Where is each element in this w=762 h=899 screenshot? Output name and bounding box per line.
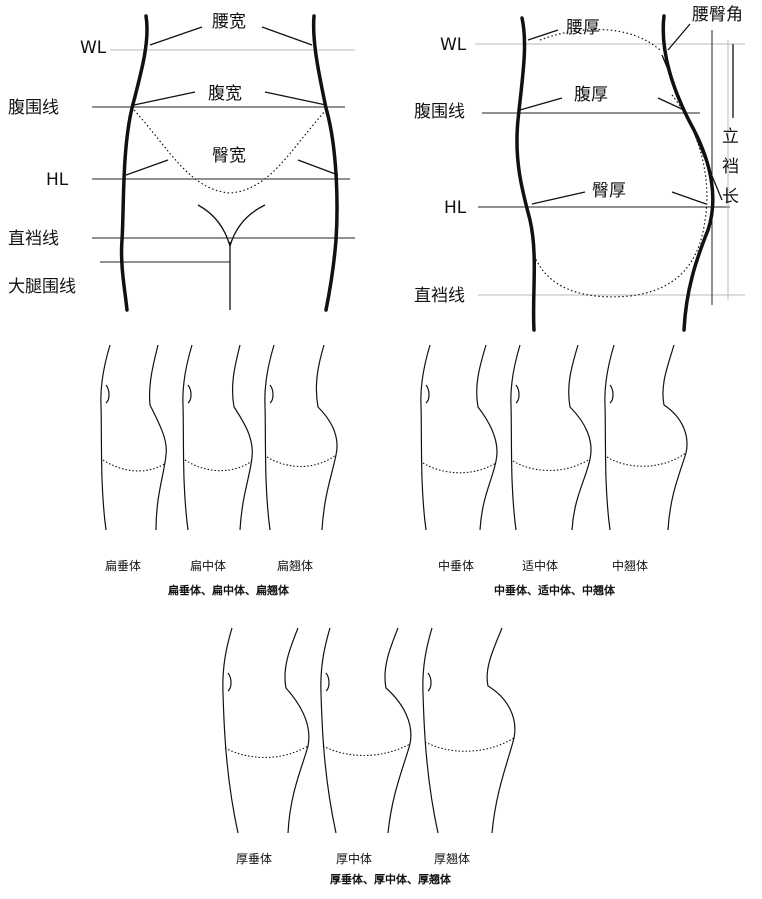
thick-group-caption: 厚垂体、厚中体、厚翘体 (330, 872, 452, 886)
thick-figure-2 (320, 627, 412, 834)
side-hip-angle-line (661, 54, 723, 201)
front-crotch-line-label: 直裆线 (8, 229, 59, 249)
side-front-body-outline (515, 16, 537, 332)
side-hip-depth-label: 臀厚 (592, 181, 626, 201)
side-view: WL 腰厚 腰臀角 腹围线 腹厚 立 裆 长 HL 臀厚 直裆线 (414, 5, 745, 332)
front-right-body-outline (311, 14, 339, 312)
medium-group-caption: 中垂体、适中体、中翘体 (494, 583, 616, 597)
thick-figure-1 (222, 627, 310, 834)
front-thigh-line-label: 大腿围线 (8, 277, 76, 297)
side-rise-label-2: 裆 (722, 157, 739, 177)
flat-body-group: 扁垂体 扁中体 扁翘体 扁垂体、扁中体、扁翘体 (100, 344, 338, 597)
side-hip-leader-left (531, 191, 586, 205)
front-hip-leader-left (125, 159, 169, 176)
medium-type-label-1: 中垂体 (438, 558, 474, 573)
flat-type-label-2: 扁中体 (190, 558, 226, 573)
medium-type-label-3: 中翘体 (612, 558, 648, 573)
thick-type-label-3: 厚翘体 (434, 852, 470, 866)
flat-figure-3 (264, 344, 338, 531)
front-abdomen-line-label: 腹围线 (8, 98, 59, 118)
front-hl-label: HL (46, 170, 69, 190)
medium-figure-3 (604, 344, 688, 531)
thick-body-group: 厚垂体 厚中体 厚翘体 厚垂体、厚中体、厚翘体 (222, 627, 516, 886)
side-crotch-line-label: 直裆线 (414, 286, 465, 306)
thick-type-label-1: 厚垂体 (236, 852, 272, 866)
side-abdomen-leader-right (657, 97, 685, 111)
side-abdomen-depth-label: 腹厚 (574, 85, 608, 105)
medium-body-group: 中垂体 适中体 中翘体 中垂体、适中体、中翘体 (420, 344, 688, 597)
front-waist-width-leader-right (261, 26, 313, 46)
medium-type-label-2: 适中体 (522, 558, 558, 573)
front-abdomen-width-label: 腹宽 (208, 84, 242, 104)
front-left-body-outline (119, 14, 149, 312)
side-hip-leader-right (671, 191, 707, 205)
thick-figure-3 (422, 627, 516, 834)
side-rise-label-1: 立 (722, 127, 739, 147)
side-hip-dotted-curve (533, 94, 708, 298)
front-hip-leader-right (297, 159, 339, 176)
front-waist-width-leader-left (149, 26, 203, 46)
front-abdomen-leader-left (133, 91, 196, 106)
side-waist-hip-angle-label: 腰臀角 (692, 5, 743, 25)
side-back-body-outline (661, 14, 715, 332)
front-waist-width-label: 腰宽 (212, 12, 246, 32)
flat-group-caption: 扁垂体、扁中体、扁翘体 (168, 583, 290, 597)
flat-figure-2 (182, 344, 253, 531)
medium-figure-2 (510, 344, 592, 531)
flat-type-label-1: 扁垂体 (105, 559, 141, 573)
front-crotch-curve (197, 204, 266, 249)
flat-figure-1 (100, 344, 167, 531)
side-waist-hip-angle-leader (667, 23, 691, 51)
medium-figure-1 (420, 344, 498, 531)
side-abdomen-leader-left (519, 97, 563, 111)
front-abdomen-leader-right (264, 91, 327, 106)
flat-type-label-3: 扁翘体 (277, 559, 313, 573)
side-waist-dotted-curve (539, 28, 661, 51)
thick-type-label-2: 厚中体 (336, 851, 372, 866)
front-wl-label: WL (80, 38, 107, 58)
side-waist-depth-label: 腰厚 (566, 18, 600, 38)
front-view: WL 腰宽 腹围线 腹宽 臀宽 HL 直裆线 大腿围线 (8, 12, 355, 312)
side-waist-depth-leader (527, 29, 559, 41)
side-abdomen-line-label: 腹围线 (414, 102, 465, 122)
side-wl-label: WL (440, 35, 467, 55)
side-rise-label-3: 长 (722, 187, 739, 207)
front-hip-width-label: 臀宽 (212, 146, 246, 166)
side-hl-label: HL (444, 198, 467, 218)
